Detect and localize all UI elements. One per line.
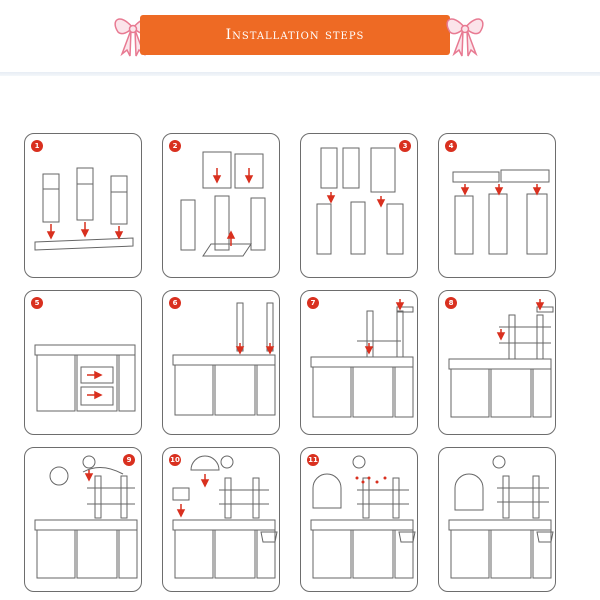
step-number-badge: 4 <box>445 140 457 152</box>
step-illustration <box>172 302 276 416</box>
step-illustration <box>452 169 550 255</box>
step-panel-1: 1 <box>24 133 142 278</box>
step-number-badge: 9 <box>123 454 135 466</box>
step-panel-final <box>438 447 556 592</box>
step-number-badge: 8 <box>445 297 457 309</box>
bow-icon <box>446 18 484 57</box>
title-bar: Installation steps <box>140 15 450 55</box>
step-illustration <box>448 455 554 579</box>
header-divider <box>0 72 600 76</box>
step-panel-10: 10 <box>162 447 280 592</box>
step-illustration <box>316 147 404 255</box>
step-number-badge: 10 <box>169 454 181 466</box>
step-number-badge: 5 <box>31 297 43 309</box>
step-illustration <box>180 151 266 257</box>
step-number-badge: 7 <box>307 297 319 309</box>
step-panel-4: 4 <box>438 133 556 278</box>
step-panel-11: 11 <box>300 447 418 592</box>
step-illustration <box>310 299 414 418</box>
step-illustration <box>448 299 554 418</box>
step-illustration <box>34 167 134 251</box>
step-illustration <box>172 455 278 579</box>
step-panel-5: 5 <box>24 290 142 435</box>
step-panel-8: 8 <box>438 290 556 435</box>
step-illustration <box>310 455 416 579</box>
step-illustration <box>34 344 136 412</box>
header-banner: Installation steps <box>0 10 600 57</box>
step-number-badge: 6 <box>169 297 181 309</box>
step-number-badge: 3 <box>399 140 411 152</box>
step-illustration <box>34 455 138 579</box>
step-panel-9: 9 <box>24 447 142 592</box>
step-panel-2: 2 <box>162 133 280 278</box>
step-number-badge: 2 <box>169 140 181 152</box>
page-title: Installation steps <box>225 27 365 43</box>
step-panel-7: 7 <box>300 290 418 435</box>
step-panel-6: 6 <box>162 290 280 435</box>
step-number-badge: 1 <box>31 140 43 152</box>
step-panel-3: 3 <box>300 133 418 278</box>
step-number-badge: 11 <box>307 454 319 466</box>
